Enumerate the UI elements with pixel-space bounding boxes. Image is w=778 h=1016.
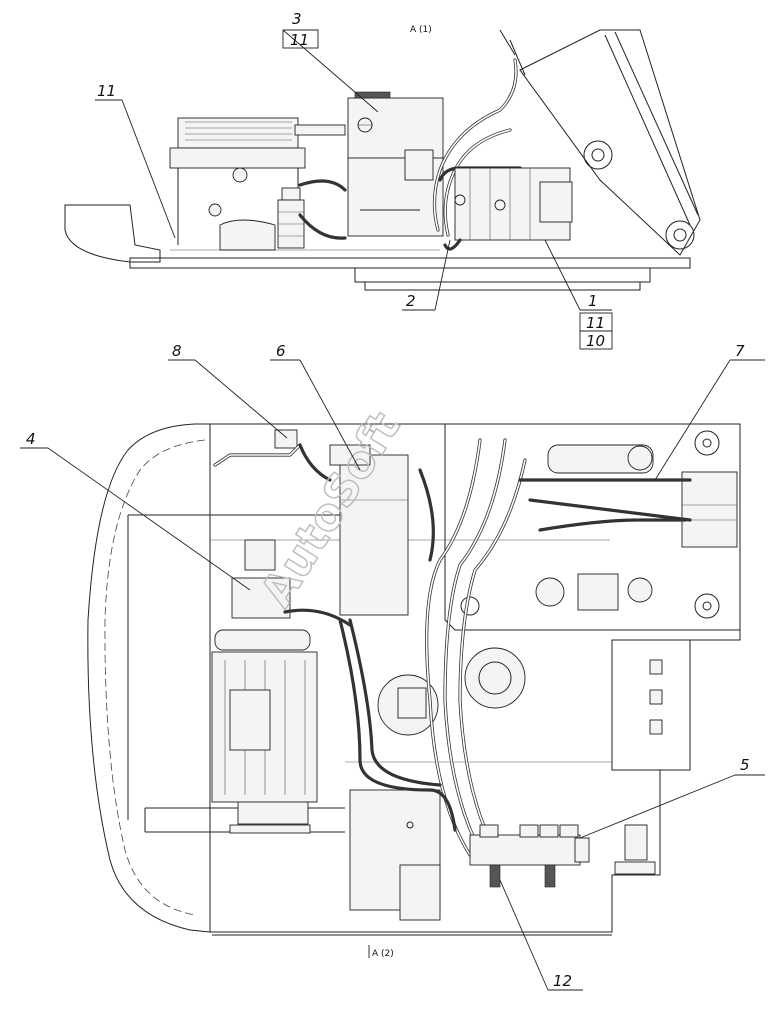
callout-2: 2 xyxy=(406,292,416,310)
callout-7: 7 xyxy=(735,342,745,360)
callout-3: 3 xyxy=(292,10,302,28)
callout-5: 5 xyxy=(740,756,750,774)
view-label-top: A (1) xyxy=(410,25,432,35)
view-label-bottom: A (2) xyxy=(372,949,394,959)
callout-3-sub: 11 xyxy=(290,31,309,49)
callout-11-top: 11 xyxy=(97,82,116,100)
callout-6: 6 xyxy=(276,342,286,360)
plan-view: AutoSoft xyxy=(87,403,741,936)
callout-10: 10 xyxy=(586,332,605,350)
callout-1: 1 xyxy=(588,292,598,310)
side-elevation-view xyxy=(64,29,701,291)
leader-lines xyxy=(20,29,765,991)
callout-8: 8 xyxy=(172,342,182,360)
labels: A (1) A (2) 3 11 11 2 1 11 10 8 6 7 4 5 … xyxy=(26,10,750,990)
callout-4: 4 xyxy=(26,430,36,448)
callout-12: 12 xyxy=(553,972,572,990)
callout-11-mid: 11 xyxy=(586,314,605,332)
